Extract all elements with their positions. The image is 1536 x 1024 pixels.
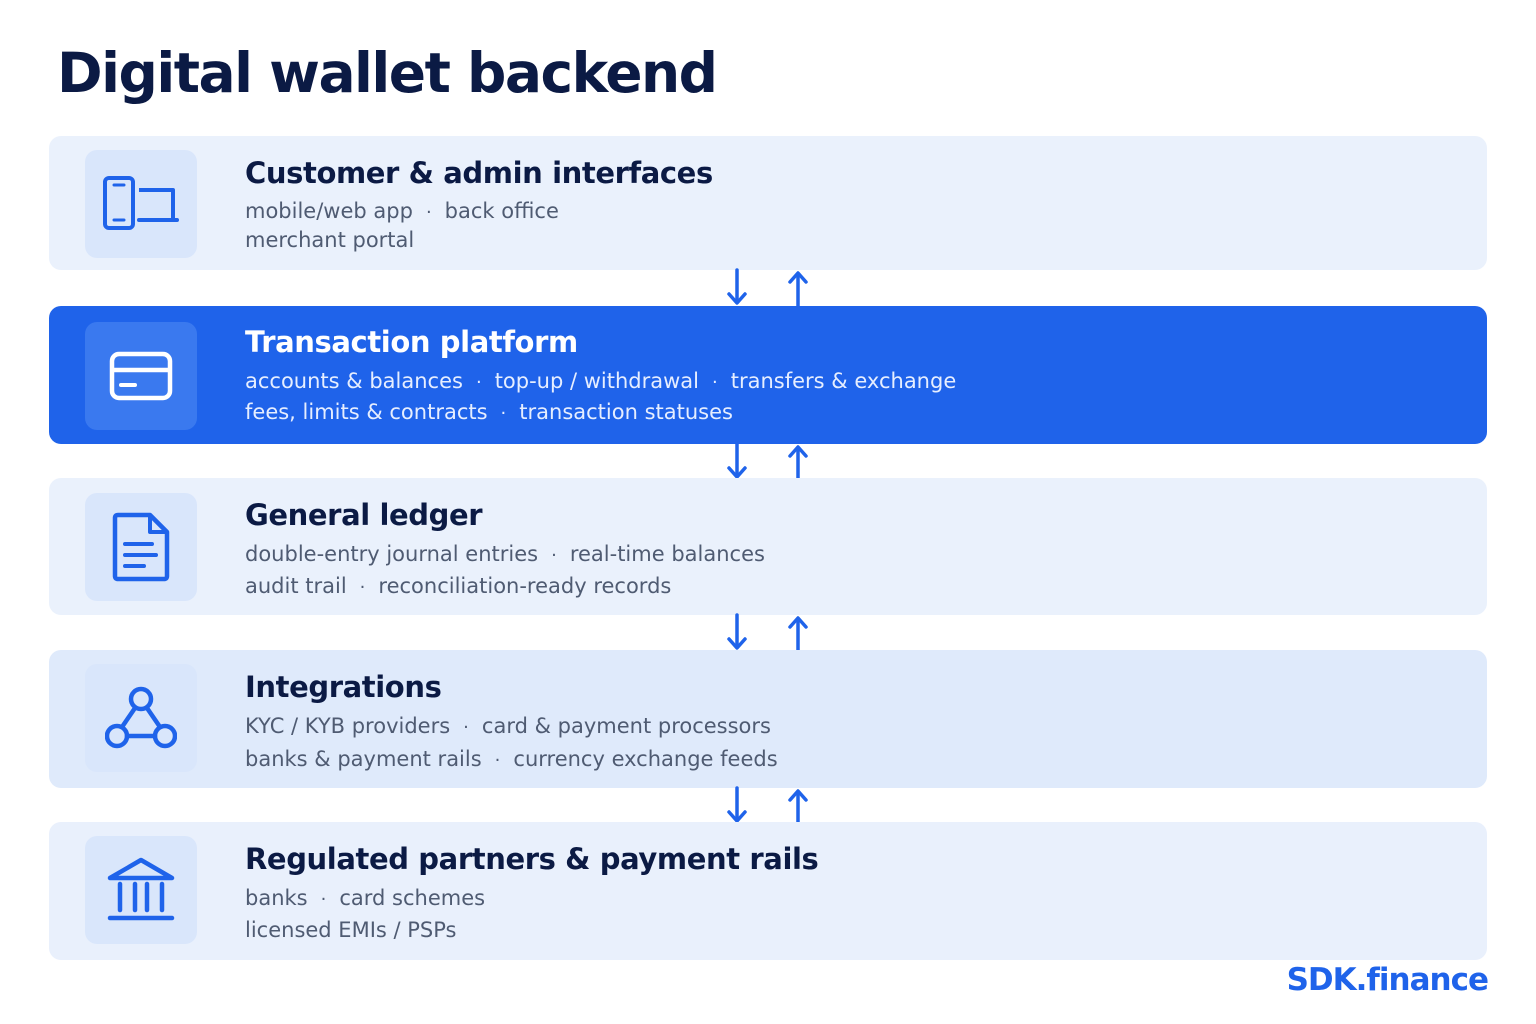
- detail-item: double-entry journal entries: [245, 542, 539, 566]
- layer-general-ledger: General ledger double-entry journal entr…: [49, 478, 1487, 615]
- network-icon: [85, 664, 197, 772]
- detail-item: card schemes: [339, 886, 486, 910]
- page-title: Digital wallet backend: [57, 41, 718, 105]
- layer-regulated-partners: Regulated partners & payment rails banks…: [49, 822, 1487, 960]
- detail-item: fees, limits & contracts: [245, 400, 488, 424]
- layer-detail-line: mobile/web app · back office: [245, 199, 559, 223]
- separator-dot: ·: [320, 889, 327, 910]
- separator-dot: ·: [475, 372, 482, 393]
- separator-dot: ·: [500, 403, 507, 424]
- layer-detail-line: fees, limits & contracts · transaction sta…: [245, 400, 733, 424]
- detail-item: KYC / KYB providers: [245, 714, 451, 738]
- layer-detail-line: banks & payment rails · currency exchange …: [245, 747, 778, 771]
- layer-detail-line: banks · card schemes: [245, 886, 485, 910]
- detail-item: licensed EMIs / PSPs: [245, 918, 457, 942]
- layer-integrations: Integrations KYC / KYB providers · card & …: [49, 650, 1487, 788]
- detail-item: top-up / withdrawal: [494, 369, 700, 393]
- detail-item: transfers & exchange: [730, 369, 957, 393]
- layer-title: Customer & admin interfaces: [245, 156, 713, 190]
- bidirectional-arrows-icon: [727, 268, 808, 308]
- layer-title: Transaction platform: [245, 325, 578, 359]
- detail-item: accounts & balances: [245, 369, 463, 393]
- devices-icon: [85, 150, 197, 258]
- bidirectional-arrows-icon: [727, 786, 808, 826]
- layer-detail-line: merchant portal: [245, 228, 414, 252]
- detail-item: back office: [444, 199, 559, 223]
- document-icon: [85, 493, 197, 601]
- detail-item: card & payment processors: [481, 714, 771, 738]
- separator-dot: ·: [712, 372, 718, 393]
- detail-item: real-time balances: [569, 542, 765, 566]
- separator-dot: ·: [359, 577, 366, 598]
- layer-title: General ledger: [245, 498, 483, 532]
- separator-dot: ·: [494, 750, 501, 771]
- layer-detail-line: KYC / KYB providers · card & payment proce…: [245, 714, 771, 738]
- bank-icon: [85, 836, 197, 944]
- card-icon: [85, 322, 197, 430]
- detail-item: mobile/web app: [245, 199, 413, 223]
- layer-transaction-platform: Transaction platform accounts & balances…: [49, 306, 1487, 444]
- layer-detail-line: audit trail · reconciliation-ready records: [245, 574, 671, 598]
- layer-detail-line: licensed EMIs / PSPs: [245, 918, 457, 942]
- layer-title: Regulated partners & payment rails: [245, 842, 819, 876]
- layer-title: Integrations: [245, 670, 442, 704]
- detail-item: merchant portal: [245, 228, 415, 252]
- detail-item: banks & payment rails: [245, 747, 482, 771]
- layer-detail-line: double-entry journal entries · real-time b…: [245, 542, 765, 566]
- separator-dot: ·: [463, 717, 469, 738]
- separator-dot: ·: [425, 202, 432, 223]
- bidirectional-arrows-icon: [727, 442, 808, 482]
- layer-customer-admin-interfaces: Customer & admin interfaces mobile/web a…: [49, 136, 1487, 270]
- separator-dot: ·: [551, 545, 557, 566]
- layer-detail-line: accounts & balances · top-up / withdrawal ·…: [245, 369, 956, 393]
- bidirectional-arrows-icon: [727, 613, 808, 653]
- detail-item: transaction statuses: [519, 400, 733, 424]
- brand-logo: SDK.finance: [1286, 962, 1489, 998]
- detail-item: currency exchange feeds: [513, 747, 778, 771]
- detail-item: reconciliation-ready records: [378, 574, 672, 598]
- detail-item: audit trail: [245, 574, 347, 598]
- detail-item: banks: [245, 886, 308, 910]
